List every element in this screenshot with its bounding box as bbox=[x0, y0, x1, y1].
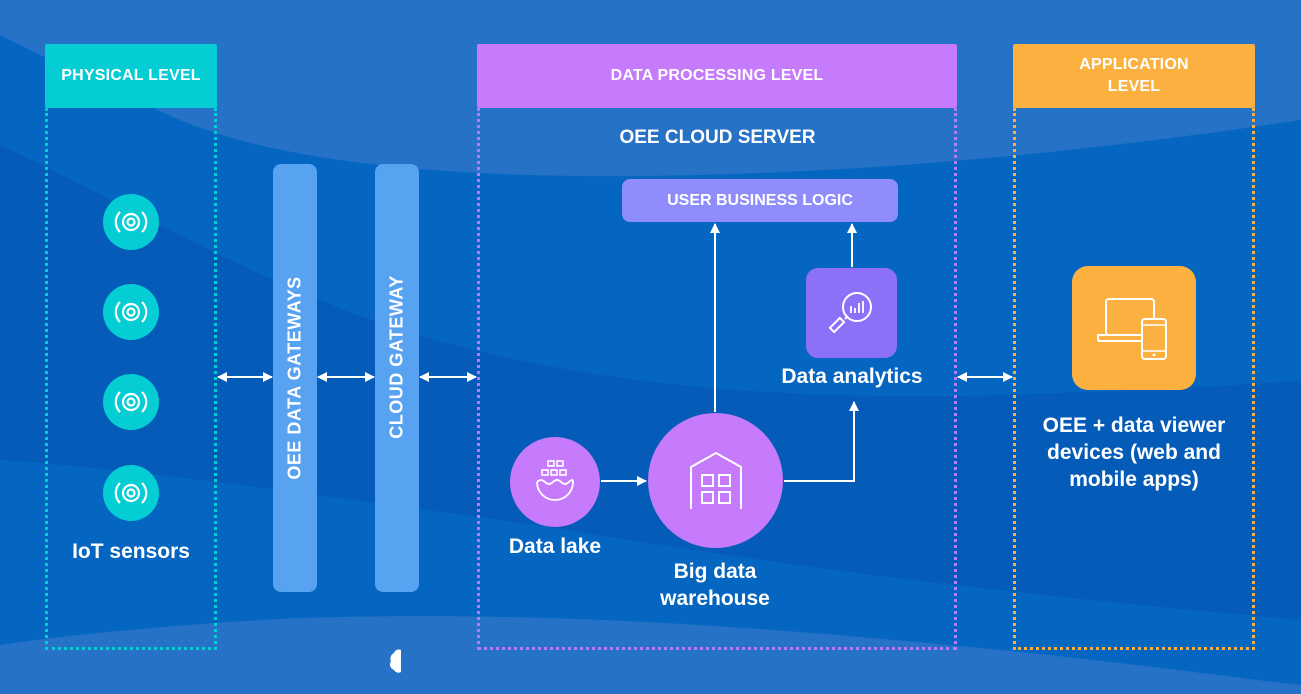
application-level-header: APPLICATION LEVEL bbox=[1013, 44, 1255, 108]
oee-cloud-server-title: OEE CLOUD SERVER bbox=[619, 127, 816, 148]
application-level-boundary bbox=[1013, 108, 1255, 650]
big-data-warehouse-caption-line1: Big data bbox=[673, 560, 757, 583]
viewer-devices-caption-line3: mobile apps) bbox=[1069, 468, 1199, 491]
viewer-devices-caption: OEE + data viewer devices (web and mobil… bbox=[1013, 412, 1255, 493]
iot-sensor-2 bbox=[103, 284, 159, 340]
data-processing-level-boundary bbox=[477, 108, 957, 650]
broadcast-signal-icon bbox=[114, 482, 148, 504]
physical-level-title: PHYSICAL LEVEL bbox=[61, 67, 201, 84]
user-business-logic-box: USER BUSINESS LOGIC bbox=[622, 179, 898, 222]
laptop-phone-icon bbox=[1097, 298, 1167, 360]
user-business-logic-label: USER BUSINESS LOGIC bbox=[667, 191, 853, 209]
application-level-title-line2: LEVEL bbox=[1107, 78, 1161, 95]
viewer-devices-caption-line1: OEE + data viewer bbox=[1042, 414, 1226, 437]
iot-sensor-3 bbox=[103, 374, 159, 430]
physical-level-header: PHYSICAL LEVEL bbox=[45, 44, 217, 108]
data-processing-level-header: DATA PROCESSING LEVEL bbox=[477, 44, 957, 108]
big-data-warehouse-caption-line2: warehouse bbox=[660, 587, 770, 610]
cloud-gateway-label: CLOUD GATEWAY bbox=[386, 274, 407, 439]
warehouse-icon bbox=[689, 451, 742, 509]
viewer-devices-caption-line2: devices (web and bbox=[1047, 441, 1221, 464]
big-data-warehouse-caption: Big data warehouse bbox=[630, 558, 800, 612]
oee-data-gateways-label: OEE DATA GATEWAYS bbox=[284, 276, 305, 480]
physical-level-boundary bbox=[45, 108, 217, 650]
viewer-devices-tile bbox=[1072, 266, 1196, 390]
data-analytics-caption: Data analytics bbox=[781, 365, 923, 388]
big-data-warehouse-node bbox=[648, 413, 783, 548]
oee-data-gateways-bar: OEE DATA GATEWAYS bbox=[273, 164, 317, 592]
data-lake-caption: Data lake bbox=[508, 535, 602, 558]
broadcast-signal-icon bbox=[114, 301, 148, 323]
data-lake-node bbox=[510, 437, 600, 527]
data-processing-level-title: DATA PROCESSING LEVEL bbox=[610, 67, 824, 84]
broadcast-signal-icon bbox=[114, 391, 148, 413]
iot-sensors-caption: IoT sensors bbox=[72, 540, 190, 563]
broadcast-signal-icon bbox=[114, 211, 148, 233]
cloud-gateway-bar: CLOUD GATEWAY bbox=[375, 164, 419, 673]
container-ship-icon bbox=[536, 460, 574, 501]
iot-sensor-4 bbox=[103, 465, 159, 521]
application-level-title-line1: APPLICATION bbox=[1079, 56, 1189, 73]
data-analytics-tile bbox=[806, 268, 897, 358]
cloud-icon bbox=[389, 649, 401, 673]
iot-sensor-1 bbox=[103, 194, 159, 250]
magnifier-chart-icon bbox=[828, 292, 872, 334]
